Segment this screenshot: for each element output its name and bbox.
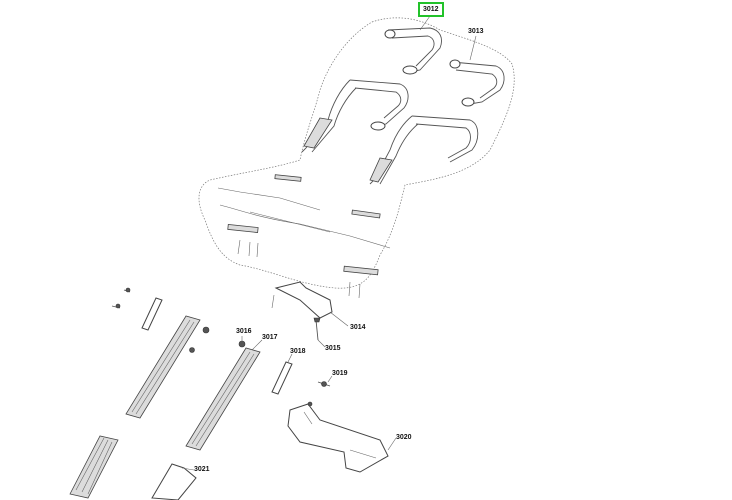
leader-lines bbox=[181, 15, 477, 471]
callout-3012[interactable]: 3012 bbox=[418, 2, 444, 17]
callout-3021[interactable]: 3021 bbox=[194, 466, 210, 473]
callout-3020[interactable]: 3020 bbox=[396, 434, 412, 441]
bolt-3019[interactable] bbox=[317, 381, 331, 387]
bar-3018[interactable] bbox=[271, 361, 293, 395]
screw-set-left[interactable] bbox=[111, 287, 163, 331]
callout-3014[interactable]: 3014 bbox=[350, 324, 366, 331]
callout-3019[interactable]: 3019 bbox=[332, 370, 348, 377]
seat-base-details bbox=[217, 174, 391, 299]
callout-3013[interactable]: 3013 bbox=[468, 28, 484, 35]
seat-rail-3017[interactable] bbox=[185, 347, 261, 451]
backrest-frame-upper[interactable] bbox=[384, 27, 442, 75]
callout-3017[interactable]: 3017 bbox=[262, 334, 278, 341]
toothed-track[interactable] bbox=[69, 435, 119, 499]
seat-cover-outline bbox=[198, 17, 515, 289]
seat-rail-left[interactable] bbox=[125, 315, 210, 419]
callout-3018[interactable]: 3018 bbox=[290, 348, 306, 355]
fastener-3015[interactable] bbox=[313, 317, 321, 341]
bracket-3020[interactable] bbox=[287, 401, 389, 473]
bracket-3014[interactable] bbox=[271, 281, 333, 319]
callout-3015[interactable]: 3015 bbox=[325, 345, 341, 352]
callout-3016[interactable]: 3016 bbox=[236, 328, 252, 335]
backrest-frame-left[interactable] bbox=[301, 79, 409, 153]
seat-frame-right[interactable] bbox=[369, 59, 505, 185]
